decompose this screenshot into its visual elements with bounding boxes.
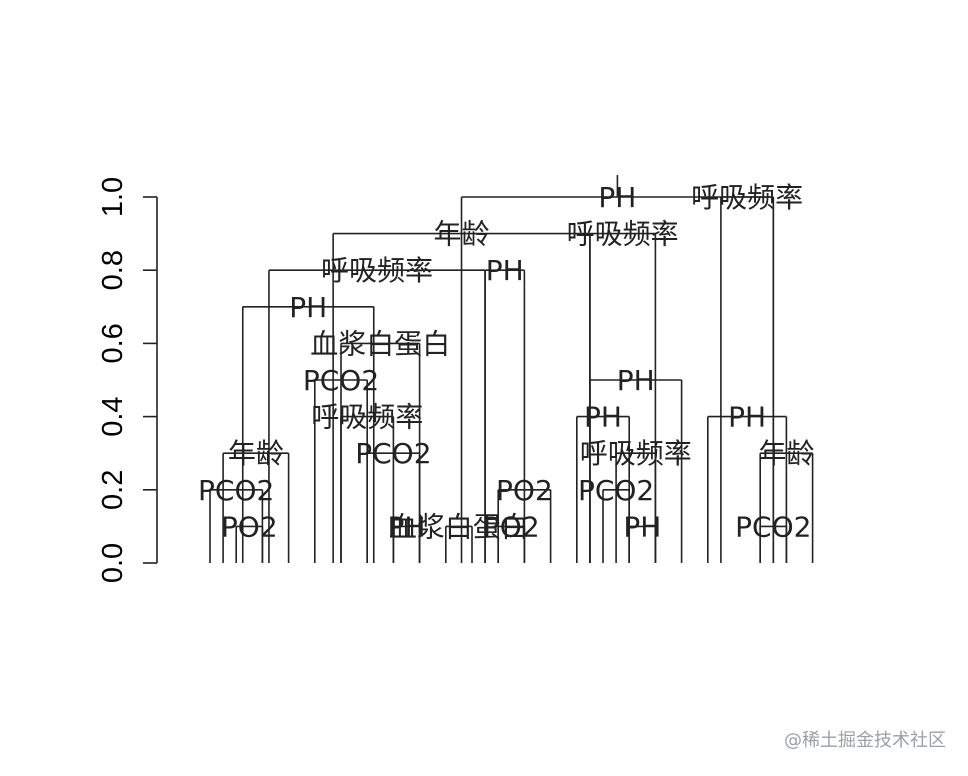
split-label: PH bbox=[728, 401, 766, 434]
split-label: 年龄 bbox=[228, 437, 284, 470]
split-label: PH bbox=[388, 510, 426, 543]
split-label: PH bbox=[289, 291, 327, 324]
split-label: PCO2 bbox=[355, 437, 431, 470]
split-label: 年龄 bbox=[434, 218, 490, 251]
y-tick-label: 0.4 bbox=[97, 396, 129, 436]
y-axis: 0.0 0.2 0.4 0.6 0.8 1.0 bbox=[97, 177, 158, 583]
split-label: PCO2 bbox=[198, 474, 274, 507]
y-tick-label: 0.6 bbox=[97, 323, 129, 363]
split-label: 呼吸频率 bbox=[311, 401, 423, 434]
split-labels: PH年龄呼吸频率PH年龄PCO2PO2血浆白蛋白PCO2呼吸频率PCO2PH血浆… bbox=[198, 181, 814, 543]
split-label: 年龄 bbox=[758, 437, 814, 470]
split-label: PCO2 bbox=[735, 510, 811, 543]
split-label: PH bbox=[617, 364, 655, 397]
split-label: PO2 bbox=[496, 474, 553, 507]
y-tick-label: 0.8 bbox=[97, 250, 129, 290]
split-label: PCO2 bbox=[303, 364, 379, 397]
split-label: PH bbox=[486, 254, 524, 287]
split-label: PCO2 bbox=[578, 474, 654, 507]
split-label: PH bbox=[598, 181, 636, 214]
split-label: PO2 bbox=[483, 510, 540, 543]
y-tick-label: 0.2 bbox=[97, 470, 129, 510]
dendrogram-tree bbox=[209, 175, 814, 563]
split-label: 呼吸频率 bbox=[691, 181, 803, 214]
split-label: 呼吸频率 bbox=[321, 254, 433, 287]
watermark: @稀土掘金技术社区 bbox=[784, 730, 946, 751]
split-label: PO2 bbox=[221, 510, 278, 543]
split-label: 呼吸频率 bbox=[567, 218, 679, 251]
split-label: PH bbox=[623, 510, 661, 543]
y-tick-label: 0.0 bbox=[97, 543, 129, 583]
split-label: PH bbox=[584, 401, 622, 434]
split-label: 血浆白蛋白 bbox=[310, 327, 450, 360]
y-tick-label: 1.0 bbox=[97, 177, 129, 217]
split-label: 血浆白蛋白 bbox=[389, 510, 529, 543]
split-label: 呼吸频率 bbox=[580, 437, 692, 470]
